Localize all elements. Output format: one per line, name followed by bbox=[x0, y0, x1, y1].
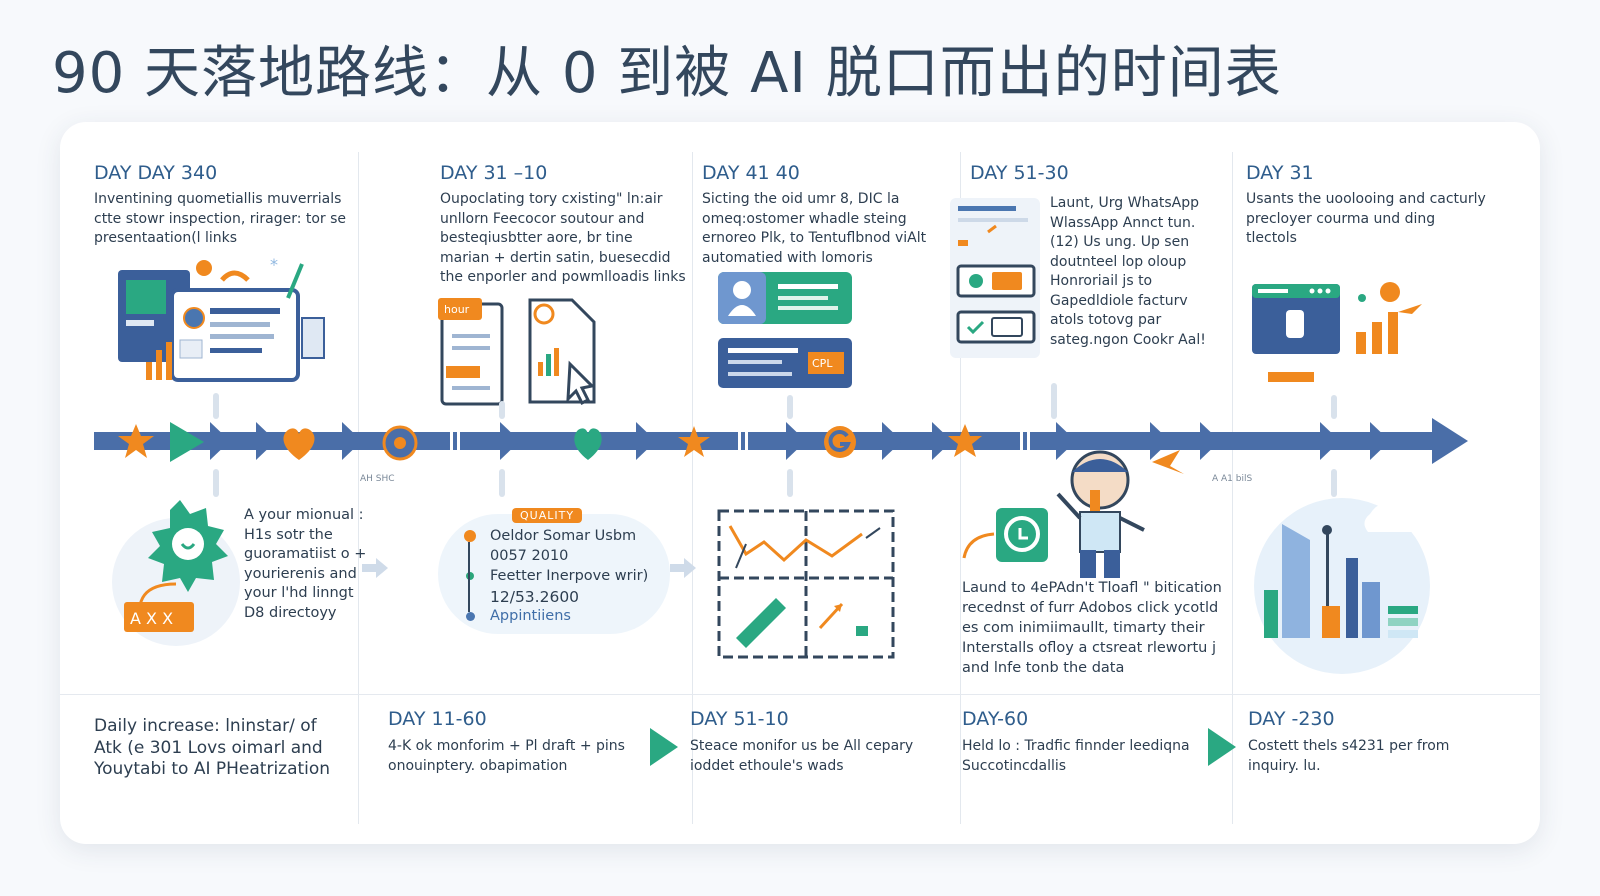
bottom-description: 4-K ok monforim + Pl draft + pins onouin… bbox=[388, 738, 625, 774]
phase-2: DAY 31 –10 Oupoclating tory cxisting" ln… bbox=[440, 162, 686, 288]
g-logo-marker-icon bbox=[824, 426, 856, 458]
gear-tools-icon: A X X bbox=[112, 500, 240, 646]
phase-3: DAY 41 40 Sicting the oid umr 8, DIC la … bbox=[702, 162, 948, 268]
bottom-col-4: DAY-60 Held lo : Tradfic finnder leediqn… bbox=[962, 708, 1210, 776]
bottom-day-label: DAY-60 bbox=[962, 708, 1029, 730]
quality-badge: QUALITY bbox=[512, 508, 583, 523]
bottom-description: Steace monifor us be All cepary ioddet e… bbox=[690, 738, 914, 774]
svg-text:*: * bbox=[270, 255, 278, 274]
quality-item: Oeldor Somar Usbm bbox=[490, 528, 637, 544]
arrow-right-icon bbox=[670, 558, 696, 578]
quality-item: 0057 2010 bbox=[490, 548, 569, 564]
quality-item: Appintiiens bbox=[490, 608, 571, 624]
page-title: 90 天落地路线：从 0 到被 AI 脱口而出的时间表 bbox=[52, 41, 1282, 106]
browser-analytics-icon bbox=[1252, 282, 1422, 382]
svg-text:A X X: A X X bbox=[130, 609, 173, 628]
column-divider bbox=[358, 152, 359, 824]
middle-left-text: A your mionual : H1s sotr the guoramatii… bbox=[244, 507, 367, 621]
column-divider bbox=[960, 152, 961, 824]
star-marker-icon bbox=[948, 424, 982, 457]
card-icons: CPL bbox=[718, 272, 852, 388]
profile-card-icon bbox=[718, 272, 852, 324]
heart-marker-icon bbox=[283, 428, 315, 460]
arrow-right-icon bbox=[362, 558, 388, 578]
coin-marker-icon bbox=[382, 425, 418, 461]
phase-description: Usants the uoolooing and cacturly preclo… bbox=[1246, 191, 1486, 246]
quality-bullet bbox=[464, 530, 476, 542]
bottom-day-label: DAY 51-10 bbox=[690, 708, 789, 730]
arrow-right-icon bbox=[1208, 728, 1236, 766]
phase-description: Inventining quometiallis muverrials ctte… bbox=[94, 191, 347, 246]
bottom-day-label: DAY -230 bbox=[1248, 708, 1335, 730]
star-marker-icon bbox=[118, 424, 154, 458]
phase-day-label: DAY DAY 340 bbox=[94, 162, 218, 184]
bottom-day-label: DAY 11-60 bbox=[388, 708, 487, 730]
quality-bullet bbox=[466, 612, 475, 621]
timeline-arrow bbox=[94, 383, 1468, 497]
column-divider bbox=[1232, 152, 1233, 824]
phase-day-label: DAY 31 –10 bbox=[440, 162, 548, 184]
map-grid-icon bbox=[717, 509, 895, 659]
heart-marker-icon bbox=[574, 428, 602, 460]
bottom-description: Held lo : Tradfic finnder leediqna Succo… bbox=[962, 738, 1190, 774]
bar-chart-circle-icon bbox=[1254, 498, 1430, 674]
document-hour-icon: hour bbox=[438, 298, 504, 406]
phase-day-label: DAY 51-30 bbox=[970, 162, 1069, 184]
play-marker-icon bbox=[170, 422, 204, 462]
phase-4-text: Launt, Urg WhatsApp WlassApp Annct tun. … bbox=[1050, 194, 1218, 350]
document-icons: hour bbox=[438, 298, 596, 406]
axis-note: A A1 bilS bbox=[1212, 474, 1253, 484]
arrow-right-icon bbox=[650, 728, 678, 766]
star-marker-icon bbox=[1152, 450, 1184, 474]
phase-5: DAY 31 Usants the uoolooing and cacturly… bbox=[1246, 162, 1486, 249]
phase-4: DAY 51-30 bbox=[970, 162, 1069, 184]
document-chart-cursor-icon bbox=[528, 298, 596, 406]
axis-note: AH SHC bbox=[360, 474, 395, 484]
dashboard-illustration-icon: * bbox=[118, 255, 325, 382]
info-card-icon: CPL bbox=[718, 338, 852, 388]
phase-day-label: DAY 31 bbox=[1246, 162, 1314, 184]
quality-item: Feetter Inerpove wrir) bbox=[490, 568, 649, 584]
star-marker-icon bbox=[678, 426, 710, 457]
quality-card bbox=[438, 514, 670, 634]
column-divider bbox=[692, 152, 693, 824]
quality-item: 12/53.2600 bbox=[490, 588, 580, 606]
person-illustration-icon bbox=[1056, 450, 1145, 578]
roadmap-card: DAY DAY 340 Inventining quometiallis muv… bbox=[60, 122, 1540, 844]
hour-label: hour bbox=[444, 303, 470, 316]
bottom-description: Daily increase: lninstar/ of Atk (e 301 … bbox=[94, 716, 331, 779]
bottom-band bbox=[60, 694, 1540, 845]
phase-description: Sicting the oid umr 8, DIC la omeq:ostom… bbox=[702, 191, 927, 266]
phase-1: DAY DAY 340 Inventining quometiallis muv… bbox=[94, 162, 354, 249]
quality-line bbox=[468, 542, 470, 612]
phase-description: Oupoclating tory cxisting" ln:air unllor… bbox=[440, 191, 686, 285]
bottom-col-3: DAY 51-10 Steace monifor us be All cepar… bbox=[690, 708, 940, 776]
bottom-col-1: Daily increase: lninstar/ of Atk (e 301 … bbox=[94, 716, 344, 781]
cpl-label: CPL bbox=[812, 357, 833, 370]
bottom-col-5: DAY -230 Costett thels s4231 per from in… bbox=[1248, 708, 1488, 776]
checklist-panel-icon bbox=[950, 198, 1040, 358]
message-logo-icon bbox=[962, 508, 1048, 562]
bottom-col-2: DAY 11-60 4-K ok monforim + Pl draft + p… bbox=[388, 708, 648, 776]
phase-day-label: DAY 41 40 bbox=[702, 162, 800, 184]
phase-description: Launt, Urg WhatsApp WlassApp Annct tun. … bbox=[1050, 195, 1206, 348]
middle-right-text: Laund to 4ePAdn't Tloafl " bitication re… bbox=[962, 580, 1222, 676]
bottom-description: Costett thels s4231 per from inquiry. lu… bbox=[1248, 738, 1450, 774]
